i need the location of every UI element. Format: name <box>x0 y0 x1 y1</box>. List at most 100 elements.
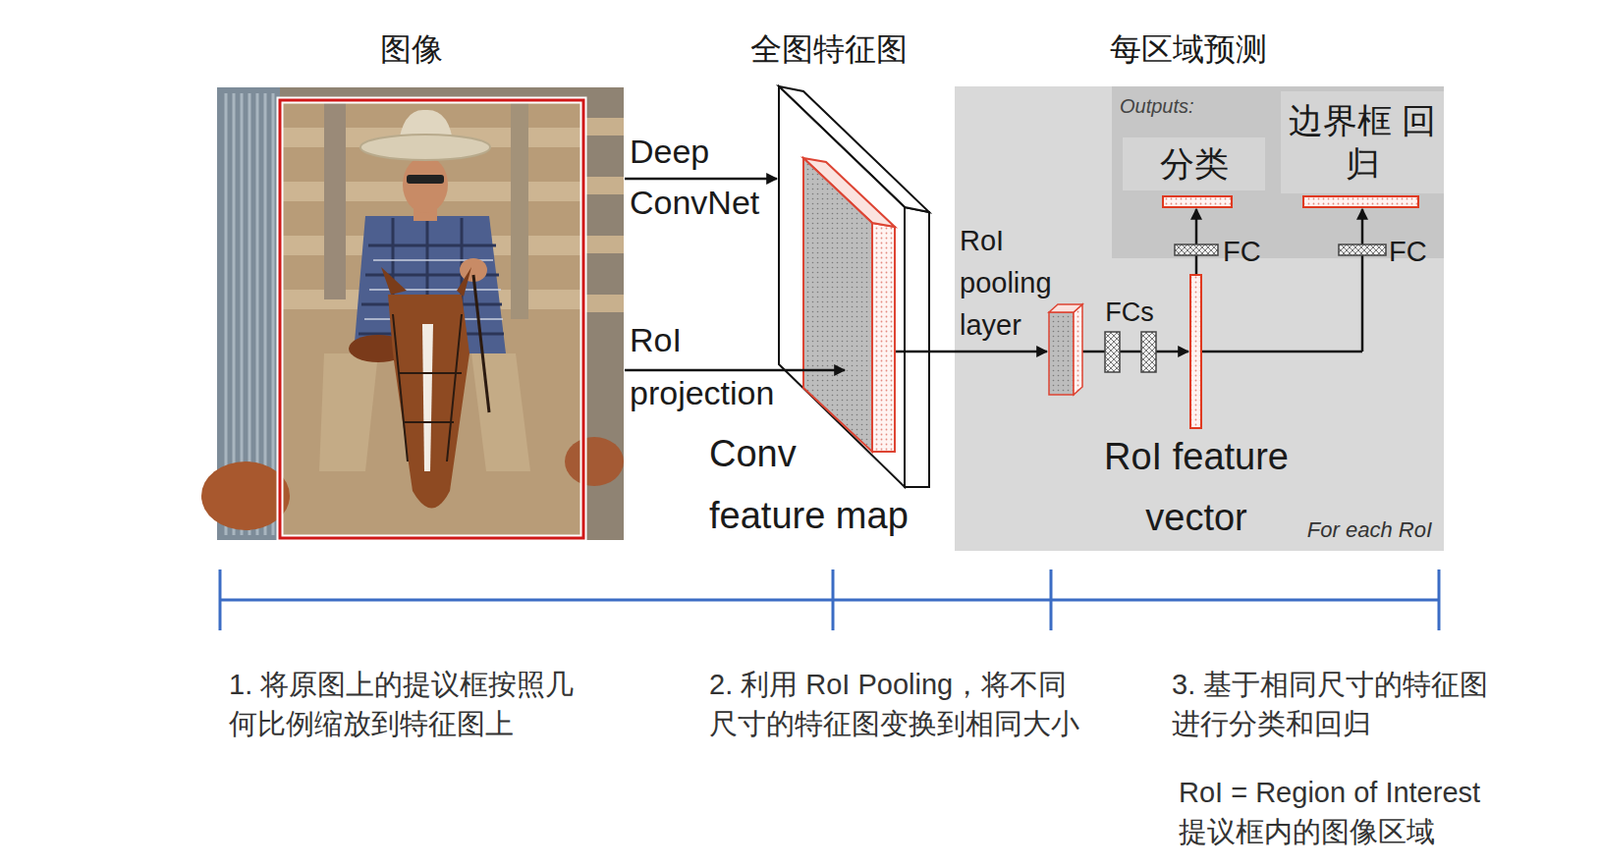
output-box-text: 边界框 回归 <box>1288 99 1436 186</box>
label-holder: 全图特征图 <box>750 24 908 74</box>
fc-wire <box>1082 350 1105 354</box>
sunglasses <box>406 174 444 184</box>
output-vector <box>1303 196 1419 208</box>
step-note: 2. 利用 RoI Pooling，将不同尺寸的特征图变换到相同大小 <box>709 664 1085 744</box>
fence-plank <box>583 235 624 254</box>
saddle <box>348 334 408 363</box>
step-note: 1. 将原图上的提议框按照几何比例缩放到特征图上 <box>228 664 588 744</box>
rider-face <box>402 156 448 214</box>
fence-plank <box>583 117 624 136</box>
output-box-text: 分类 <box>1159 142 1229 186</box>
output-arrow <box>1361 209 1365 245</box>
fc-layer <box>1104 331 1120 373</box>
pooling-box-top <box>1048 304 1083 313</box>
rider-hand <box>459 258 488 282</box>
branch-wire <box>1202 350 1363 354</box>
pooling-box-side <box>1073 304 1083 395</box>
column-heading: 图像 <box>380 24 443 74</box>
label-holder: RoI feature vector <box>1098 426 1295 549</box>
label-holder: 图像 <box>380 24 443 74</box>
roi-box <box>279 100 584 539</box>
hat-crown <box>397 110 454 148</box>
metal-gate <box>217 87 280 541</box>
part-label: RoI pooling layer <box>959 220 1068 347</box>
fence-plank <box>282 181 581 202</box>
output-box: 边界框 回归 <box>1280 91 1444 194</box>
photo <box>201 87 624 541</box>
slab-front <box>778 86 905 488</box>
shirt-plaid <box>358 218 504 354</box>
timeline-tick <box>831 569 835 631</box>
convnet-arrow <box>624 177 777 181</box>
shirt-plaid <box>364 260 503 320</box>
timeline <box>220 569 1439 631</box>
output-box: 分类 <box>1122 137 1266 191</box>
rider-leg <box>319 353 379 472</box>
step-label: Deep ConvNet <box>629 125 787 228</box>
slab-top <box>778 86 930 213</box>
part-label: Conv feature map <box>709 423 916 548</box>
timeline-tick <box>1049 569 1053 631</box>
fc-layer <box>1174 244 1218 256</box>
fence-post <box>324 103 346 300</box>
label-holder: FC <box>1388 235 1428 268</box>
branch-wire <box>1361 255 1365 352</box>
fence-post <box>510 103 529 320</box>
region-panel: 分类 边界框 回归 Outputs: For each RoI <box>954 86 1444 552</box>
step-label: RoI projection <box>629 313 817 420</box>
timeline-tick <box>1437 569 1441 631</box>
label-holder: 2. 利用 RoI Pooling，将不同尺寸的特征图变换到相同大小 <box>709 664 1085 744</box>
label-holder: Deep ConvNet <box>629 125 787 228</box>
rider-neck <box>413 201 438 221</box>
step-note: 3. 基于相同尺寸的特征图进行分类和回归 <box>1171 664 1502 744</box>
label-holder: RoI pooling layer <box>959 220 1068 347</box>
rider-shirt <box>353 216 506 354</box>
fence-plank <box>583 176 624 195</box>
column-heading: 全图特征图 <box>750 24 908 74</box>
layer-label: FC <box>1388 235 1428 268</box>
roi-slab-front <box>803 158 873 452</box>
layer-label: FC <box>1222 235 1262 268</box>
label-holder: RoI = Region of Interest 提议框内的图像区域 <box>1178 772 1508 852</box>
slab-side <box>904 207 930 488</box>
fence-plank <box>583 294 624 313</box>
pooling-arrow <box>895 350 1048 354</box>
label-holder: 3. 基于相同尺寸的特征图进行分类和回归 <box>1171 664 1502 744</box>
pooling-box-front <box>1048 312 1074 395</box>
photo-ground <box>217 87 624 541</box>
fence-plank <box>282 127 581 148</box>
hat-brim <box>360 134 491 161</box>
cow <box>201 461 290 531</box>
fence-plank <box>282 289 581 310</box>
column-heading: 每区域预测 <box>1109 24 1268 74</box>
outputs-panel: 分类 边界框 回归 Outputs: <box>1111 86 1444 259</box>
network-parts <box>1048 196 1419 429</box>
fc-arrow <box>1155 350 1189 354</box>
horse-blaze <box>422 324 434 472</box>
rider-leg <box>471 353 531 472</box>
projection-arrow <box>624 369 845 373</box>
roi-slab-top <box>803 158 895 227</box>
fc-wire <box>1119 350 1142 354</box>
label-holder: FC <box>1222 235 1262 268</box>
label-holder: 每区域预测 <box>1109 24 1268 74</box>
fc-layer <box>1141 331 1157 373</box>
region-panel-text: For each RoI <box>1307 516 1433 545</box>
feature-vector <box>1190 275 1202 429</box>
timeline-tick <box>219 569 222 631</box>
roi-box-halo <box>279 100 584 539</box>
output-vector <box>1162 196 1232 208</box>
bridle <box>392 314 462 462</box>
fc-layer <box>1338 244 1386 256</box>
label-holder: FCs <box>1104 296 1155 329</box>
branch-wire <box>1195 255 1199 276</box>
reins <box>473 275 490 413</box>
timeline-axis <box>220 599 1439 603</box>
output-arrow <box>1195 209 1199 245</box>
horse-ear <box>456 267 472 297</box>
cow <box>564 437 624 487</box>
outputs-panel-text: Outputs: <box>1119 94 1195 119</box>
footnote: RoI = Region of Interest 提议框内的图像区域 <box>1178 772 1508 852</box>
fence-plank <box>282 235 581 256</box>
